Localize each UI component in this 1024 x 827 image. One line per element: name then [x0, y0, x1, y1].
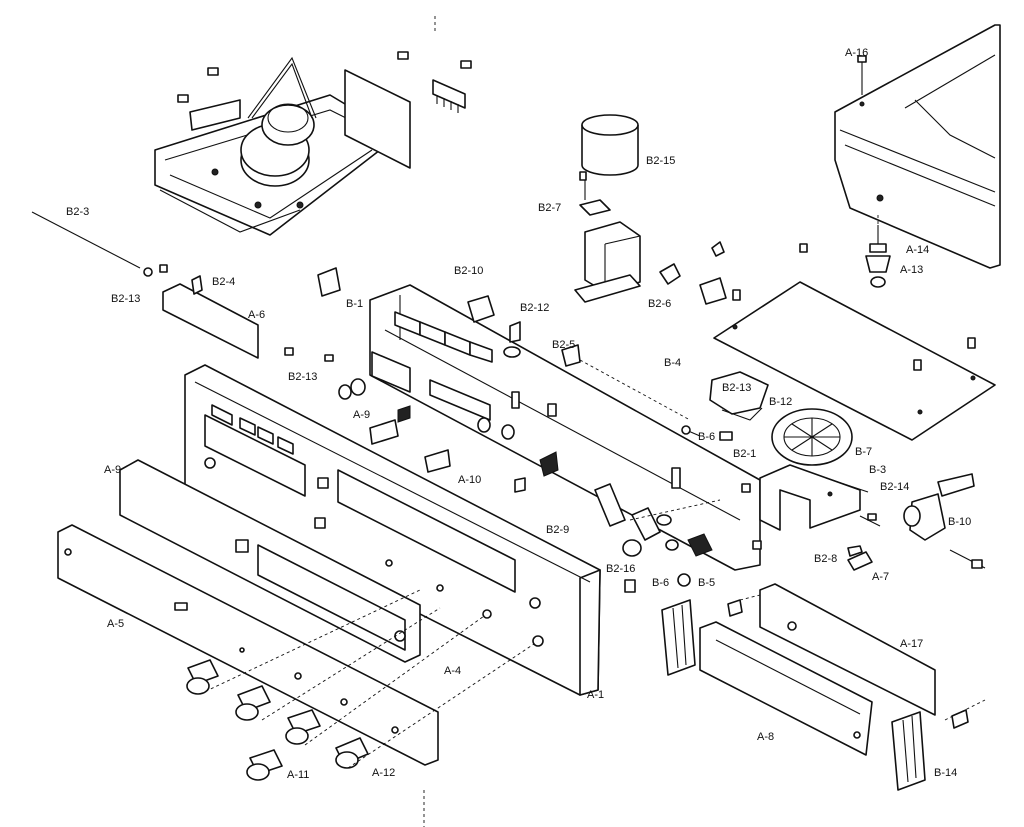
motor-b12-b2-13: [709, 371, 769, 421]
label-b3: B-3: [869, 464, 886, 476]
label-b2-14: B2-14: [880, 481, 909, 493]
label-a9-top: A-9: [353, 409, 370, 421]
label-b2-15: B2-15: [646, 155, 675, 167]
end-block-b14: [891, 709, 969, 791]
label-b2-13-left: B2-13: [111, 293, 140, 305]
knob-b10: [903, 473, 975, 541]
side-board-a8: [699, 621, 873, 756]
label-b2-16: B2-16: [606, 563, 635, 575]
label-b5: B-5: [698, 577, 715, 589]
top-cover: [834, 24, 1001, 269]
label-b2-1: B2-1: [733, 448, 756, 460]
small-bracket: [659, 241, 727, 305]
main-chassis: [369, 284, 761, 571]
screws-b6: [681, 425, 733, 441]
drive-gears: [594, 483, 713, 593]
knobs-a11-a12: [186, 659, 369, 781]
label-b10: B-10: [948, 516, 971, 528]
rod-b2-3: [31, 211, 168, 277]
label-b1: B-1: [346, 298, 363, 310]
label-b2-5: B2-5: [552, 339, 575, 351]
label-b2-3: B2-3: [66, 206, 89, 218]
label-b2-6: B2-6: [648, 298, 671, 310]
sub-panel-a9: [119, 459, 444, 663]
label-a4: A-4: [444, 665, 461, 677]
panel-a6: [162, 283, 259, 359]
label-a17: A-17: [900, 638, 923, 650]
label-b14: B-14: [934, 767, 957, 779]
label-a5: A-5: [107, 618, 124, 630]
callout-labels: A-16 A-14 A-13 A-6 A-9 A-9 A-10 A-5 A-4 …: [66, 47, 971, 781]
transformer: [574, 221, 641, 303]
label-a10: A-10: [458, 474, 481, 486]
end-block-left: [661, 599, 743, 676]
plate-screws: [732, 243, 976, 371]
label-b2-7: B2-7: [538, 202, 561, 214]
label-b2-13-mid: B2-13: [288, 371, 317, 383]
front-panel-a1: [184, 364, 601, 696]
label-b12: B-12: [769, 396, 792, 408]
screws-right: [741, 483, 986, 569]
label-a14: A-14: [906, 244, 929, 256]
front-plate-a5: [57, 524, 439, 766]
chassis-components: [317, 267, 581, 493]
side-board-a17: [759, 583, 936, 716]
label-a6: A-6: [248, 309, 265, 321]
label-a13: A-13: [900, 264, 923, 276]
platter-b7: [771, 408, 853, 479]
part-b2-4: [191, 275, 203, 295]
pcb-bracket: [344, 69, 466, 169]
bracket-b2-7: [579, 180, 611, 216]
bracket-b3: [759, 464, 869, 531]
label-a7: A-7: [872, 571, 889, 583]
screw-a16: [857, 55, 867, 95]
label-b2-12: B2-12: [520, 302, 549, 314]
label-b7: B-7: [855, 446, 872, 458]
label-a1: A-1: [587, 689, 604, 701]
label-b2-10: B2-10: [454, 265, 483, 277]
label-b2-9: B2-9: [546, 524, 569, 536]
mech-screws: [177, 51, 472, 103]
bottom-plate: [713, 281, 996, 441]
label-a9-left: A-9: [104, 464, 121, 476]
label-b6-top: B-6: [698, 431, 715, 443]
label-a12: A-12: [372, 767, 395, 779]
part-a7: [847, 545, 873, 571]
small-screws-left: [284, 347, 334, 362]
label-b2-4: B2-4: [212, 276, 235, 288]
label-b6-bot: B-6: [652, 577, 669, 589]
foot-a13-a14: [865, 225, 891, 288]
label-b2-8: B2-8: [814, 553, 837, 565]
assembly-lines: [199, 16, 986, 827]
label-a8: A-8: [757, 731, 774, 743]
capacitor-b2-15: [579, 114, 639, 181]
label-b4: B-4: [664, 357, 681, 369]
label-a16: A-16: [845, 47, 868, 59]
label-a11: A-11: [287, 769, 309, 781]
label-b2-13-right: B2-13: [722, 382, 751, 394]
